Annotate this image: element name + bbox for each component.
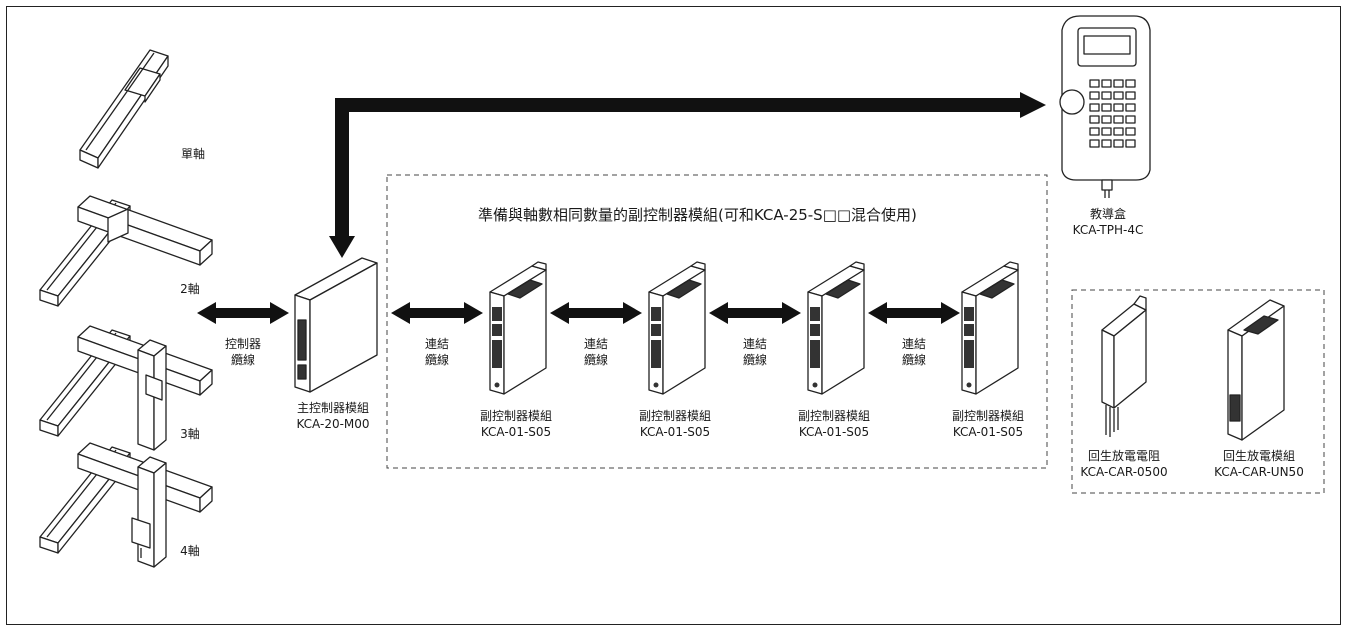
- link-cable-label-3: 連結纜線: [742, 337, 767, 367]
- axis-label-2: 2軸: [180, 282, 200, 296]
- two-axis-robot-icon: [39, 195, 213, 307]
- link-cable-arrow-3: [709, 302, 801, 324]
- slave-group-box: [386, 174, 1048, 469]
- four-axis-robot-icon: [39, 442, 213, 568]
- link-cable-label-2: 連結纜線: [583, 337, 608, 367]
- three-axis-robot-icon: [39, 325, 213, 451]
- link-cable-label-4: 連結纜線: [901, 337, 926, 367]
- link-cable-label-1: 連結纜線: [424, 337, 449, 367]
- main-controller-module-icon: [294, 257, 378, 393]
- regen-group-box: [1071, 289, 1325, 494]
- controller-cable-label: 控制器 纜線: [224, 337, 261, 367]
- link-cable-arrow-4: [868, 302, 960, 324]
- slave-module-icon-4: [961, 261, 1019, 395]
- link-cable-arrow-1: [391, 302, 483, 324]
- link-cable-arrow-2: [550, 302, 642, 324]
- teach-pendant-icon: [1059, 15, 1151, 198]
- controller-cable-arrow: [197, 302, 289, 324]
- single-axis-robot-icon: [79, 49, 169, 169]
- axis-label-single: 單軸: [180, 147, 205, 161]
- axis-label-4: 4軸: [180, 544, 200, 558]
- regen-resistor-icon: [1101, 295, 1147, 437]
- teach-pendant-arrow: [329, 92, 1046, 258]
- axis-label-3: 3軸: [180, 427, 200, 441]
- diagram-frame: [6, 6, 1341, 625]
- slave-group-title: 準備與軸數相同數量的副控制器模組(可和KCA-25-S□□混合使用): [478, 206, 917, 224]
- slave-module-icon-2: [648, 261, 706, 395]
- slave-module-icon-1: [489, 261, 547, 395]
- slave-module-icon-3: [807, 261, 865, 395]
- regen-module-icon: [1227, 299, 1285, 441]
- main-controller-label: 主控制器模組 KCA-20-M00: [296, 401, 370, 431]
